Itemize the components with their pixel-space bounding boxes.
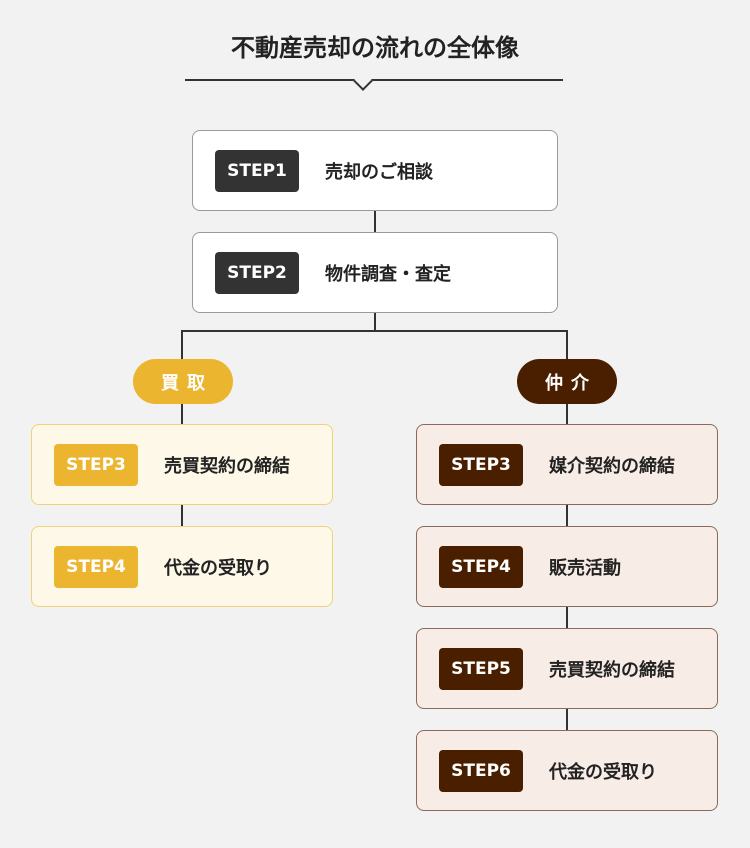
page-title: 不動産売却の流れの全体像 xyxy=(231,34,519,62)
step-badge: STEP4 xyxy=(54,545,138,588)
step-label: 売買契約の締結 xyxy=(164,455,290,477)
step-box: STEP3 売買契約の締結 xyxy=(31,424,333,505)
step-badge: STEP1 xyxy=(215,149,299,192)
step-badge: STEP5 xyxy=(439,647,523,690)
connector xyxy=(374,211,376,232)
connector xyxy=(566,505,568,730)
step-label: 販売活動 xyxy=(549,557,621,579)
connector xyxy=(374,313,376,331)
step-label: 媒介契約の締結 xyxy=(549,455,675,477)
step-badge: STEP3 xyxy=(54,443,138,486)
step-badge: STEP3 xyxy=(439,443,523,486)
step-badge: STEP2 xyxy=(215,251,299,294)
connector xyxy=(181,330,568,332)
step-box: STEP3 媒介契約の締結 xyxy=(416,424,718,505)
step-box: STEP2 物件調査・査定 xyxy=(192,232,558,313)
step-label: 代金の受取り xyxy=(164,557,272,579)
step-box: STEP1 売却のご相談 xyxy=(192,130,558,211)
title-divider xyxy=(185,79,563,81)
chevron-down-icon xyxy=(353,71,373,91)
step-box: STEP6 代金の受取り xyxy=(416,730,718,811)
step-badge: STEP6 xyxy=(439,749,523,792)
branch-chukai: 仲介 xyxy=(517,359,617,404)
connector xyxy=(181,505,183,526)
step-box: STEP4 販売活動 xyxy=(416,526,718,607)
step-box: STEP5 売買契約の締結 xyxy=(416,628,718,709)
step-label: 売却のご相談 xyxy=(325,161,433,183)
step-label: 物件調査・査定 xyxy=(325,263,451,285)
step-label: 売買契約の締結 xyxy=(549,659,675,681)
step-label: 代金の受取り xyxy=(549,761,657,783)
step-box: STEP4 代金の受取り xyxy=(31,526,333,607)
branch-kaitori: 買取 xyxy=(133,359,233,404)
step-badge: STEP4 xyxy=(439,545,523,588)
